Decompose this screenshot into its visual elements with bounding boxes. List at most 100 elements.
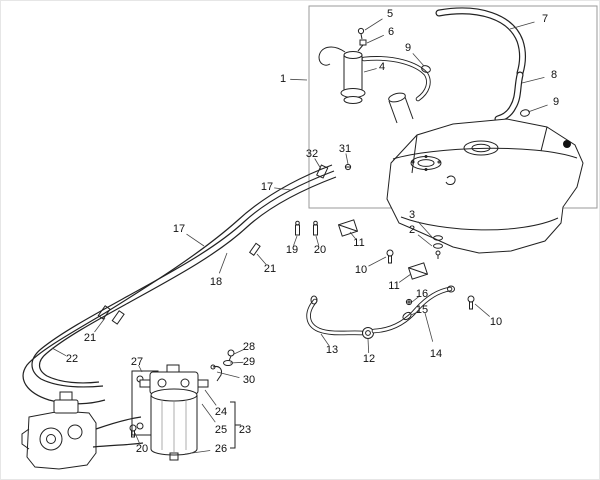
callout-leader bbox=[138, 364, 143, 373]
callout-leader bbox=[368, 256, 387, 267]
vent-hose-left bbox=[306, 295, 365, 336]
callout-30: 30 bbox=[243, 374, 255, 386]
grommet bbox=[362, 327, 374, 339]
pump-head bbox=[139, 364, 209, 395]
callout-11: 11 bbox=[353, 237, 364, 249]
callout-8: 8 bbox=[551, 69, 557, 81]
callout-leader bbox=[51, 347, 67, 357]
callout-11: 11 bbox=[388, 280, 399, 292]
callout-leader bbox=[201, 403, 216, 423]
tank-washers bbox=[433, 235, 443, 259]
filter-canister bbox=[150, 388, 198, 461]
callout-leader bbox=[417, 221, 433, 238]
fuel-hose-lower bbox=[494, 71, 524, 123]
callout-leader bbox=[417, 234, 433, 247]
callout-leader bbox=[233, 348, 245, 355]
callout-7: 7 bbox=[542, 13, 548, 25]
mount-bolt bbox=[129, 424, 137, 438]
callout-9: 9 bbox=[405, 42, 411, 54]
callout-leader bbox=[521, 77, 545, 84]
callout-22: 22 bbox=[66, 353, 78, 365]
callout-21: 21 bbox=[84, 332, 96, 344]
filler-wire bbox=[318, 46, 346, 66]
callout-12: 12 bbox=[363, 353, 375, 365]
spacer-plate bbox=[337, 219, 359, 237]
callout-1: 1 bbox=[280, 73, 286, 85]
callout-4: 4 bbox=[379, 61, 385, 73]
callout-leader bbox=[216, 371, 240, 378]
line-clip bbox=[111, 310, 125, 325]
callout-leader bbox=[363, 68, 377, 73]
spacer-plate bbox=[407, 262, 429, 280]
callout-31: 31 bbox=[339, 143, 351, 155]
callout-28: 28 bbox=[243, 341, 255, 353]
callout-leader bbox=[256, 253, 267, 265]
callout-leader bbox=[293, 235, 298, 246]
filler-tube bbox=[318, 46, 366, 104]
callout-3: 3 bbox=[409, 209, 415, 221]
line-clip bbox=[97, 305, 111, 320]
callout-leader bbox=[527, 104, 548, 113]
callout-leader bbox=[411, 296, 420, 303]
flange-bolt bbox=[467, 295, 475, 310]
callout-leader bbox=[509, 21, 535, 30]
callout-leader bbox=[474, 303, 490, 317]
breather-hose bbox=[361, 56, 431, 102]
callout-leader bbox=[364, 18, 383, 31]
callout-21: 21 bbox=[264, 263, 276, 275]
elbow-fitting bbox=[210, 364, 222, 382]
callout-leader bbox=[186, 233, 205, 247]
dot-marker bbox=[563, 140, 571, 148]
fuel-tank bbox=[386, 118, 584, 254]
line-clip bbox=[313, 220, 318, 236]
callout-leader bbox=[229, 361, 244, 364]
callout-19: 19 bbox=[286, 244, 298, 256]
callout-leader bbox=[366, 34, 384, 44]
callout-15: 15 bbox=[416, 304, 428, 316]
callout-5: 5 bbox=[387, 8, 393, 20]
group-bracket bbox=[230, 401, 241, 449]
callout-25: 25 bbox=[215, 424, 227, 436]
callout-23: 23 bbox=[239, 424, 251, 436]
filler-cap-screws bbox=[357, 27, 367, 52]
callout-leader bbox=[314, 158, 322, 170]
callout-20: 20 bbox=[136, 443, 148, 455]
tank-filler-neck bbox=[388, 92, 414, 124]
callout-17: 17 bbox=[173, 223, 185, 235]
callout-leader bbox=[184, 450, 211, 455]
callout-leader bbox=[134, 432, 141, 445]
callout-26: 26 bbox=[215, 443, 227, 455]
callout-leader bbox=[412, 53, 425, 67]
callout-13: 13 bbox=[326, 344, 338, 356]
line-clip bbox=[295, 220, 300, 236]
line-clip bbox=[316, 164, 329, 179]
vent-hose-right bbox=[371, 285, 455, 334]
hose-clamp bbox=[402, 311, 412, 321]
callout-14: 14 bbox=[430, 348, 442, 360]
callout-16: 16 bbox=[416, 288, 428, 300]
callout-29: 29 bbox=[243, 356, 255, 368]
flange-bolt bbox=[386, 249, 394, 264]
callout-leader bbox=[274, 187, 292, 191]
callout-leader bbox=[320, 333, 330, 346]
callout-2: 2 bbox=[409, 224, 415, 236]
callout-leader bbox=[367, 338, 370, 354]
callout-24: 24 bbox=[215, 406, 227, 418]
fuel-hose-upper bbox=[435, 7, 527, 77]
callout-leader bbox=[94, 317, 106, 333]
callout-20: 20 bbox=[314, 244, 326, 256]
callout-leader bbox=[218, 252, 228, 274]
callout-leader bbox=[424, 312, 434, 342]
filter-outlet-nipple bbox=[169, 452, 179, 461]
callout-leader bbox=[345, 153, 349, 165]
filler-flange-ring bbox=[463, 140, 499, 156]
callout-10: 10 bbox=[490, 316, 502, 328]
callout-leader bbox=[204, 389, 217, 406]
banjo-screw bbox=[227, 349, 235, 362]
callout-leader bbox=[290, 78, 308, 81]
callout-27: 27 bbox=[131, 356, 143, 368]
callout-leader bbox=[398, 273, 412, 283]
